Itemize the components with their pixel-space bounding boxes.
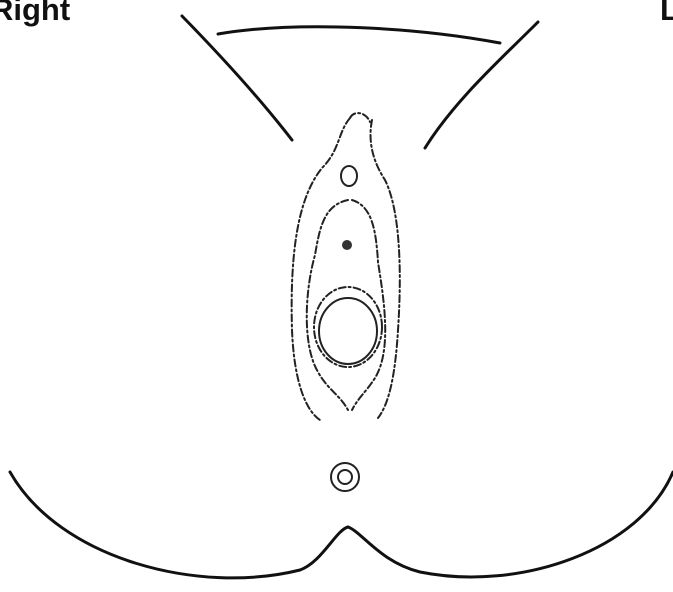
clitoral-hood [350,113,370,122]
vaginal-opening-inner [319,298,377,364]
anus-outer [331,463,359,491]
right-buttock-outline [10,472,348,578]
clitoris [341,166,357,186]
outer-vulva-outline [292,118,400,420]
anus-inner [338,470,352,484]
left-buttock-outline [348,472,673,577]
pubic-line [218,27,500,43]
urethral-opening [342,240,352,250]
right-thigh-line [182,16,292,140]
